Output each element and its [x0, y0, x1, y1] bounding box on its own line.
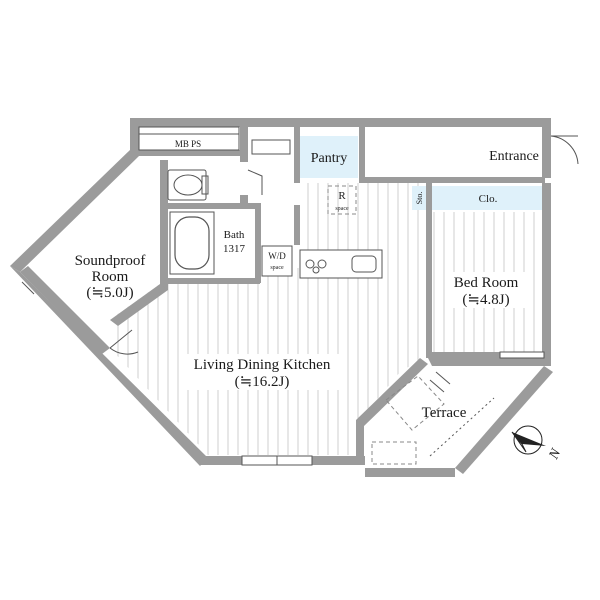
ldk-label-bg — [182, 354, 342, 390]
bedroom-window — [499, 351, 545, 359]
washer-space-label: space — [270, 265, 284, 271]
bedroom-area: (≒4.8J) — [462, 292, 509, 308]
bathtub-icon — [169, 211, 215, 275]
kitchen-counter — [299, 249, 383, 279]
north-arrow-icon — [511, 425, 546, 455]
sto-label: Sto. — [415, 192, 424, 205]
toilet-counter — [251, 139, 291, 155]
toilet-door — [247, 169, 263, 195]
bath-size-label: 1317 — [223, 243, 246, 255]
mbps-label: MB PS — [175, 139, 201, 149]
pantry-area — [300, 136, 358, 178]
toilet-icon — [167, 169, 209, 201]
soundproof-room-name-line2: Room — [92, 269, 129, 285]
pantry-label: Pantry — [311, 151, 348, 166]
soundproof-door — [109, 329, 139, 355]
washer-space — [261, 245, 293, 277]
bedroom-label-bg — [446, 272, 526, 308]
bedroom-name: Bed Room — [454, 275, 519, 291]
bath-label: Bath — [224, 229, 245, 241]
closet-area — [432, 186, 542, 210]
ldk-name: Living Dining Kitchen — [194, 357, 331, 373]
refrigerator-label: R — [338, 190, 346, 202]
north-label: N — [546, 446, 564, 462]
terrace-railing — [429, 397, 495, 457]
soundproof-room-area: (≒5.0J) — [86, 285, 133, 301]
closet-label: Clo. — [479, 193, 498, 205]
terrace-decking — [371, 371, 451, 465]
washer-label: W/D — [268, 251, 286, 261]
terrace-label: Terrace — [422, 405, 467, 421]
refrigerator-space-label: space — [335, 206, 349, 212]
mbps-box — [138, 126, 240, 151]
refrigerator-space — [327, 185, 357, 215]
entrance-label: Entrance — [489, 149, 539, 164]
soundproof-room-name-line1: Soundproof — [75, 253, 146, 269]
entrance-door — [550, 135, 579, 165]
ldk-area: (≒16.2J) — [235, 374, 290, 390]
sto-area — [412, 186, 426, 210]
